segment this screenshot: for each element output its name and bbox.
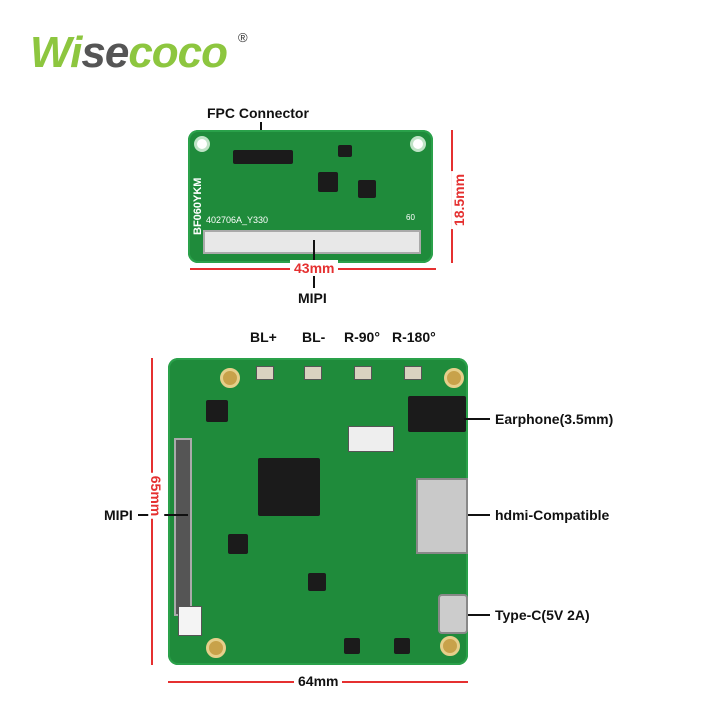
mipi-label-2: MIPI — [104, 507, 133, 523]
mipi-connector — [203, 230, 421, 254]
bl-minus-label: BL- — [302, 329, 326, 345]
silk-pin: 60 — [406, 213, 415, 222]
mount-hole — [220, 368, 240, 388]
ic-chip — [318, 172, 338, 192]
typec-leader-line — [468, 614, 490, 616]
earphone-leader-line — [464, 418, 490, 420]
driver-board — [168, 358, 468, 665]
height-dimension-label-2: 65mm — [148, 472, 165, 520]
mount-hole — [440, 636, 460, 656]
ic-chip — [394, 638, 410, 654]
typec-port — [438, 594, 468, 634]
logo-text-3: coco — [128, 28, 228, 77]
logo-text-1: Wi — [30, 28, 82, 77]
typec-label: Type-C(5V 2A) — [495, 607, 590, 623]
earphone-label: Earphone(3.5mm) — [495, 411, 614, 427]
mipi-label: MIPI — [298, 290, 327, 306]
logo-text-2: se — [81, 28, 129, 77]
width-dimension-label: 43mm — [290, 260, 339, 276]
ic-chip — [344, 638, 360, 654]
label-sticker — [348, 426, 394, 452]
ic-chip — [338, 145, 352, 157]
silk-model: BF060YKM — [192, 177, 204, 235]
bl-minus-button — [304, 366, 322, 380]
power-connector — [178, 606, 202, 636]
mount-hole — [206, 638, 226, 658]
r90-button — [354, 366, 372, 380]
ic-chip — [308, 573, 326, 591]
r90-label: R-90° — [344, 329, 380, 345]
hdmi-label: hdmi-Compatible — [495, 507, 610, 523]
hdmi-port — [416, 478, 468, 554]
brand-logo: Wisecoco — [30, 28, 228, 78]
inductor — [206, 400, 228, 422]
mount-hole — [194, 136, 210, 152]
r180-button — [404, 366, 422, 380]
fpc-connector — [233, 150, 293, 164]
registered-mark: ® — [238, 30, 248, 45]
mount-hole — [444, 368, 464, 388]
hdmi-leader-line — [468, 514, 490, 516]
silk-code: 402706A_Y330 — [206, 215, 269, 225]
fpc-connector-label: FPC Connector — [207, 105, 309, 121]
width-dimension-label-2: 64mm — [294, 673, 343, 689]
height-dimension-label: 18.5mm — [451, 170, 468, 230]
r180-label: R-180° — [392, 329, 436, 345]
ic-chip — [358, 180, 376, 198]
earphone-jack — [408, 396, 466, 432]
main-processor — [258, 458, 320, 516]
bl-plus-label: BL+ — [250, 329, 277, 345]
ic-chip — [228, 534, 248, 554]
bl-plus-button — [256, 366, 274, 380]
mipi-connector — [174, 438, 192, 616]
adapter-board: BF060YKM 402706A_Y330 60 — [188, 130, 433, 263]
mount-hole — [410, 136, 426, 152]
